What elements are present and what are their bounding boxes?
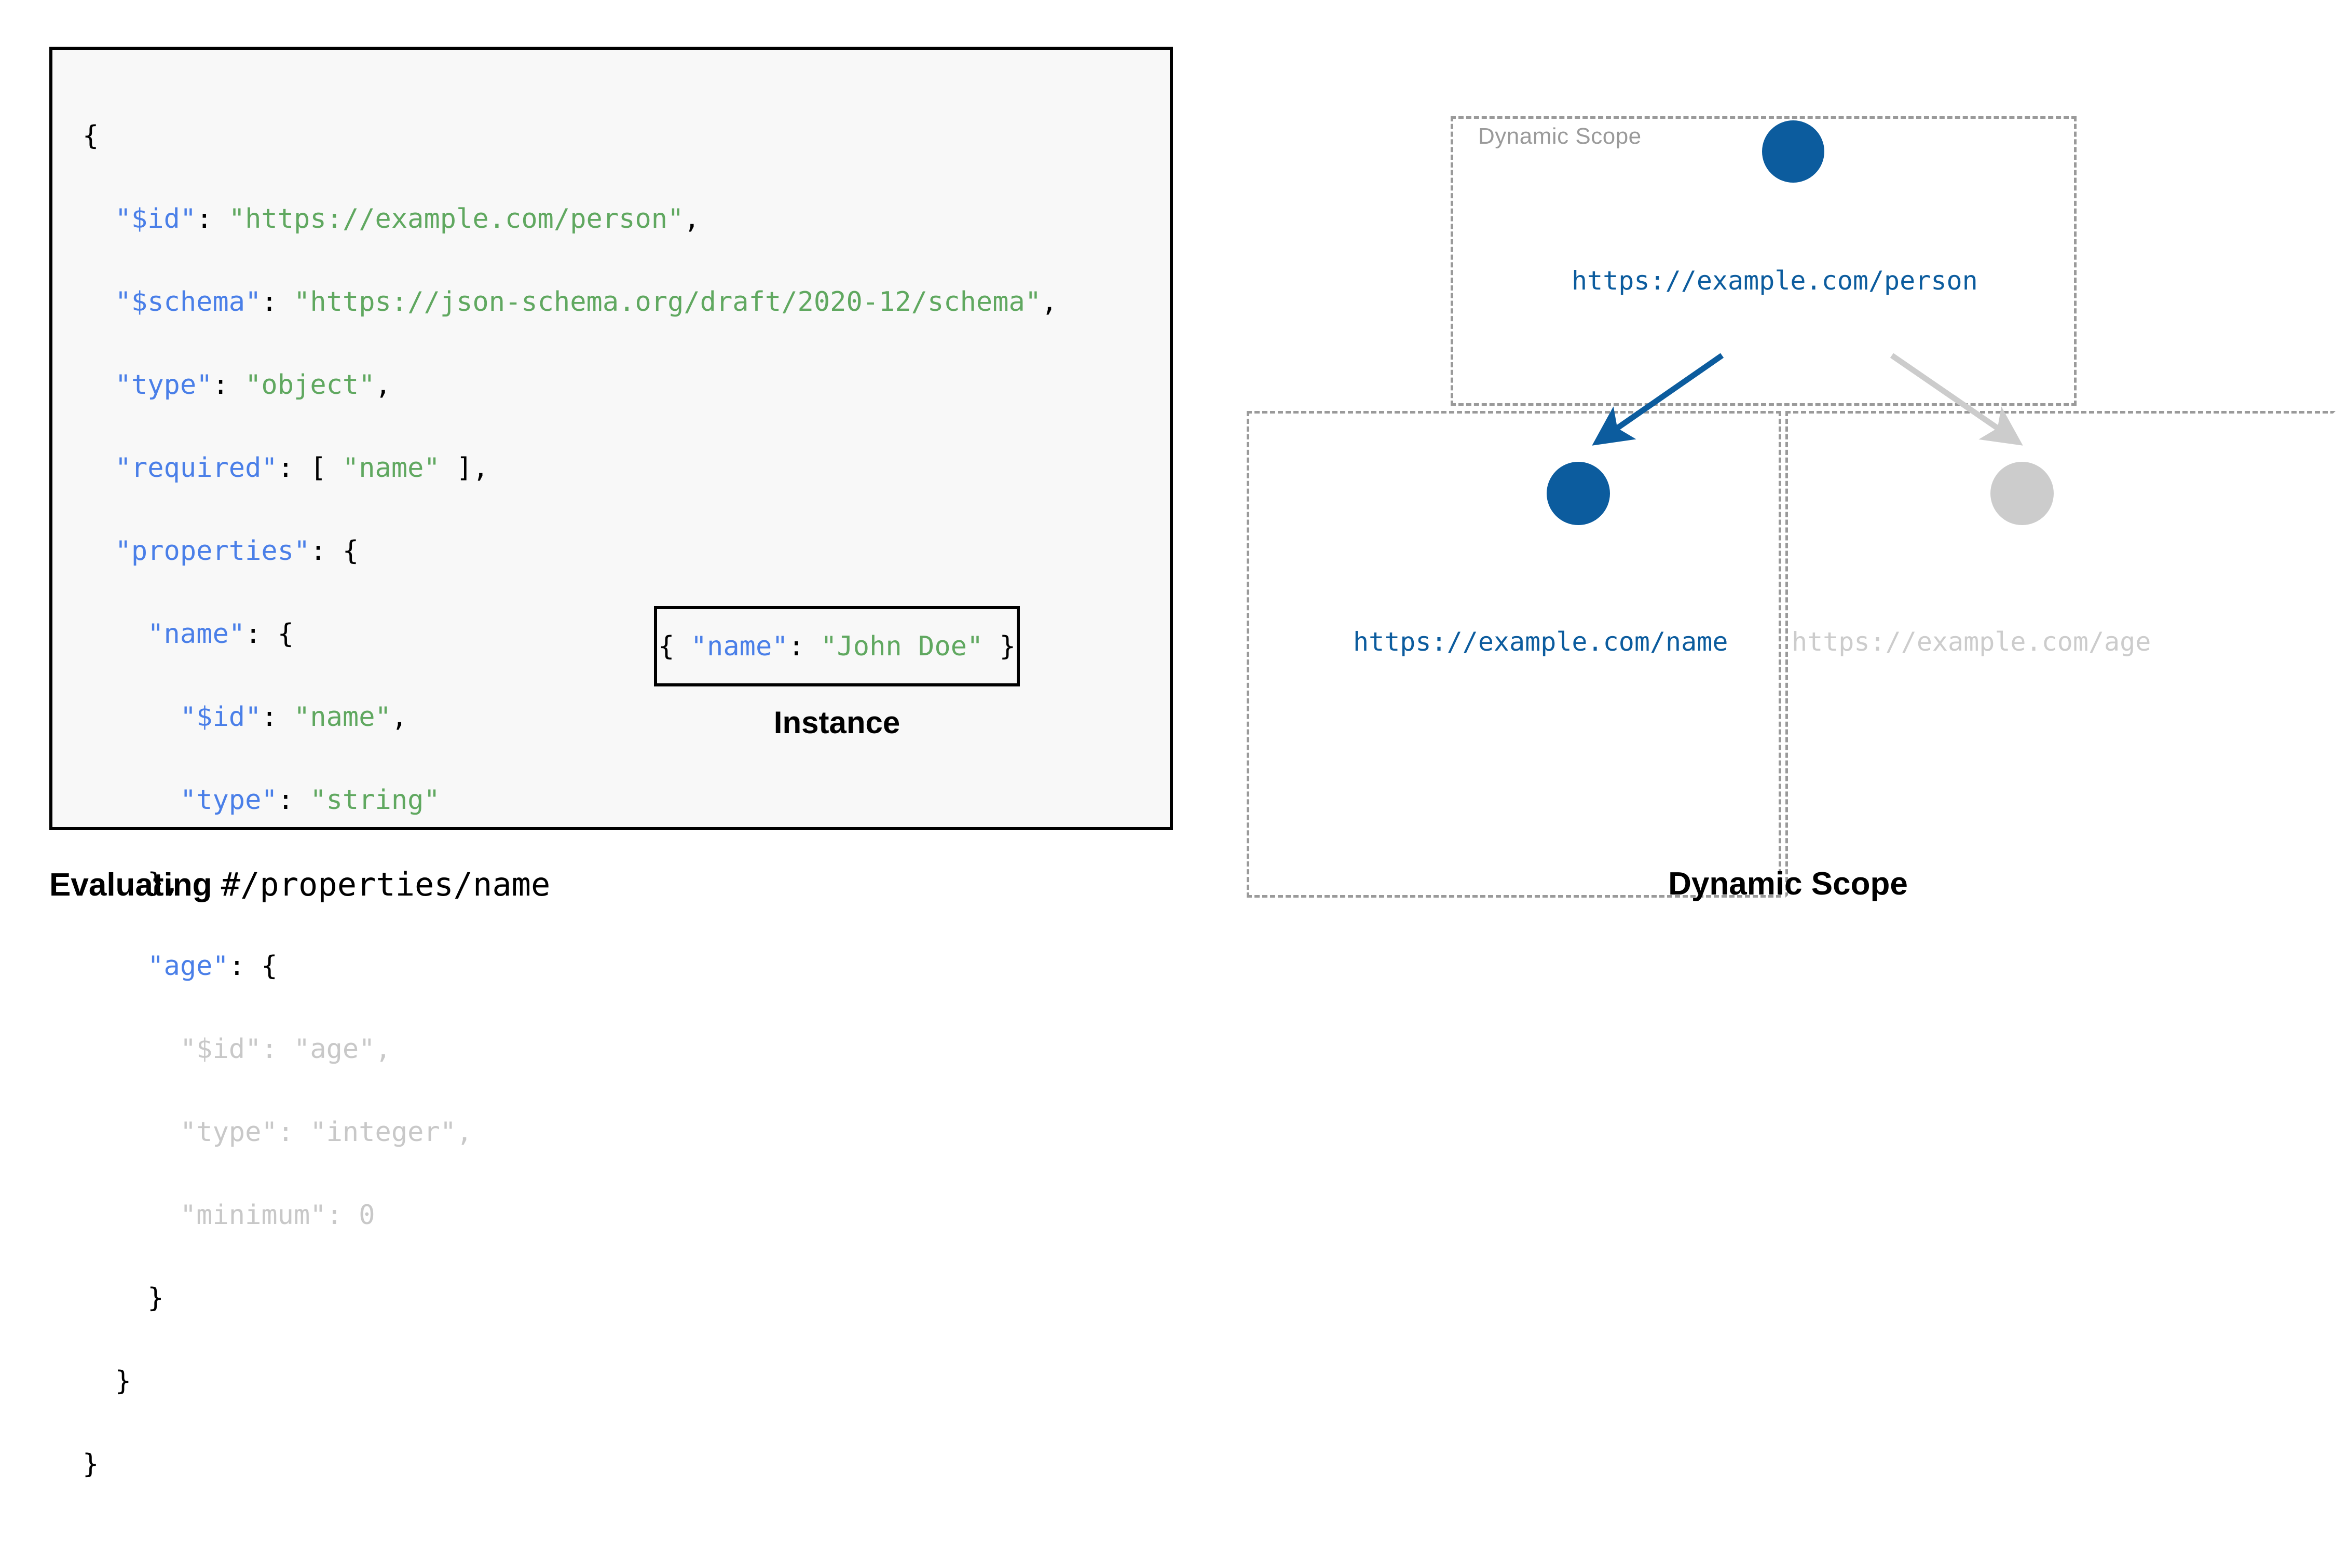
schema-code-block: { "$id": "https://example.com/person", "…	[83, 74, 1057, 1568]
punct: : {	[245, 618, 294, 650]
key-id: "$id"	[115, 203, 197, 235]
node-circle-person	[1762, 120, 1824, 183]
code-line: "type": "string"	[83, 779, 1057, 821]
key-name-id: "$id"	[180, 702, 262, 733]
value-string: "string"	[310, 785, 440, 816]
code-line: "$id": "https://example.com/person",	[83, 198, 1057, 240]
key-required: "required"	[115, 452, 278, 484]
node-label-age: https://example.com/age	[1792, 627, 2151, 657]
code-line: }	[83, 1360, 1057, 1402]
instance-colon: :	[788, 630, 821, 662]
punct: ,	[684, 203, 700, 235]
instance-open: {	[658, 630, 691, 662]
punct: ,	[391, 702, 408, 733]
punct: :	[261, 1034, 294, 1065]
value-integer: "integer"	[310, 1117, 457, 1148]
punct: ,	[375, 369, 391, 401]
punct: ,	[1041, 286, 1058, 318]
dynamic-scope-diagram: Dynamic Scope https://example.com/person…	[1235, 78, 2341, 950]
key-age-id: "$id"	[180, 1034, 262, 1065]
code-line: },	[83, 862, 1057, 904]
instance-key: "name"	[690, 630, 788, 662]
scope-box-label: Dynamic Scope	[1478, 123, 1642, 149]
punct: :	[277, 1117, 310, 1148]
punct: :	[326, 1200, 359, 1231]
punct: : [	[277, 452, 343, 484]
code-line: "minimum": 0	[83, 1194, 1057, 1236]
punct: }	[115, 1366, 131, 1397]
code-line: "properties": {	[83, 530, 1057, 572]
punct: :	[196, 203, 229, 235]
scope-box-age	[1785, 411, 2336, 898]
punct: :	[261, 702, 294, 733]
code-line: {	[83, 115, 1057, 157]
value-zero: 0	[359, 1200, 375, 1231]
punct: : {	[228, 951, 278, 982]
punct: ,	[375, 1034, 391, 1065]
code-line: "required": [ "name" ],	[83, 447, 1057, 489]
key-name: "name"	[147, 618, 245, 650]
right-figure-caption: Dynamic Scope	[1668, 866, 1908, 902]
node-circle-name	[1547, 462, 1610, 525]
code-line: "$id": "name",	[83, 696, 1057, 738]
code-line: }	[83, 1277, 1057, 1319]
punct: :	[212, 369, 245, 401]
punct: :	[261, 286, 294, 318]
punct: },	[147, 868, 180, 899]
punct: ],	[440, 452, 489, 484]
punct: :	[277, 785, 310, 816]
caption-evaluating-label: Evaluating	[49, 867, 221, 903]
value-object: "object"	[245, 369, 375, 401]
punct: ,	[456, 1117, 473, 1148]
node-label-name: https://example.com/name	[1353, 627, 1728, 657]
left-figure-caption: Evaluating #/properties/name	[49, 865, 550, 903]
punct: }	[147, 1283, 164, 1314]
node-circle-age	[1990, 462, 2054, 525]
key-minimum: "minimum"	[180, 1200, 326, 1231]
brace-close: }	[83, 1449, 99, 1480]
code-line: "type": "integer",	[83, 1111, 1057, 1153]
key-age: "age"	[147, 951, 229, 982]
value-age: "age"	[294, 1034, 375, 1065]
scope-box-name	[1247, 411, 1781, 898]
caption-pointer-path: #/properties/name	[221, 865, 551, 903]
key-type: "type"	[115, 369, 213, 401]
node-label-person: https://example.com/person	[1572, 266, 1978, 296]
scope-box-person	[1451, 116, 2077, 406]
value-schema-uri: "https://json-schema.org/draft/2020-12/s…	[294, 286, 1042, 318]
value-required-name: "name"	[342, 452, 440, 484]
instance-value: "John Doe"	[821, 630, 984, 662]
key-schema: "$schema"	[115, 286, 262, 318]
code-line: }	[83, 1443, 1057, 1485]
value-name: "name"	[294, 702, 391, 733]
code-line: "name": {	[83, 613, 1057, 655]
code-line: "type": "object",	[83, 364, 1057, 406]
key-age-type: "type"	[180, 1117, 278, 1148]
brace-open: {	[83, 120, 99, 152]
key-properties: "properties"	[115, 535, 310, 567]
value-person-uri: "https://example.com/person"	[228, 203, 684, 235]
code-line: "$id": "age",	[83, 1028, 1057, 1070]
instance-caption: Instance	[773, 705, 900, 740]
code-line: "age": {	[83, 945, 1057, 987]
instance-close: }	[983, 630, 1016, 662]
instance-box: { "name": "John Doe" }	[654, 606, 1020, 686]
key-name-type: "type"	[180, 785, 278, 816]
instance-code: { "name": "John Doe" }	[658, 631, 1016, 662]
code-line: "$schema": "https://json-schema.org/draf…	[83, 281, 1058, 323]
punct: : {	[310, 535, 359, 567]
